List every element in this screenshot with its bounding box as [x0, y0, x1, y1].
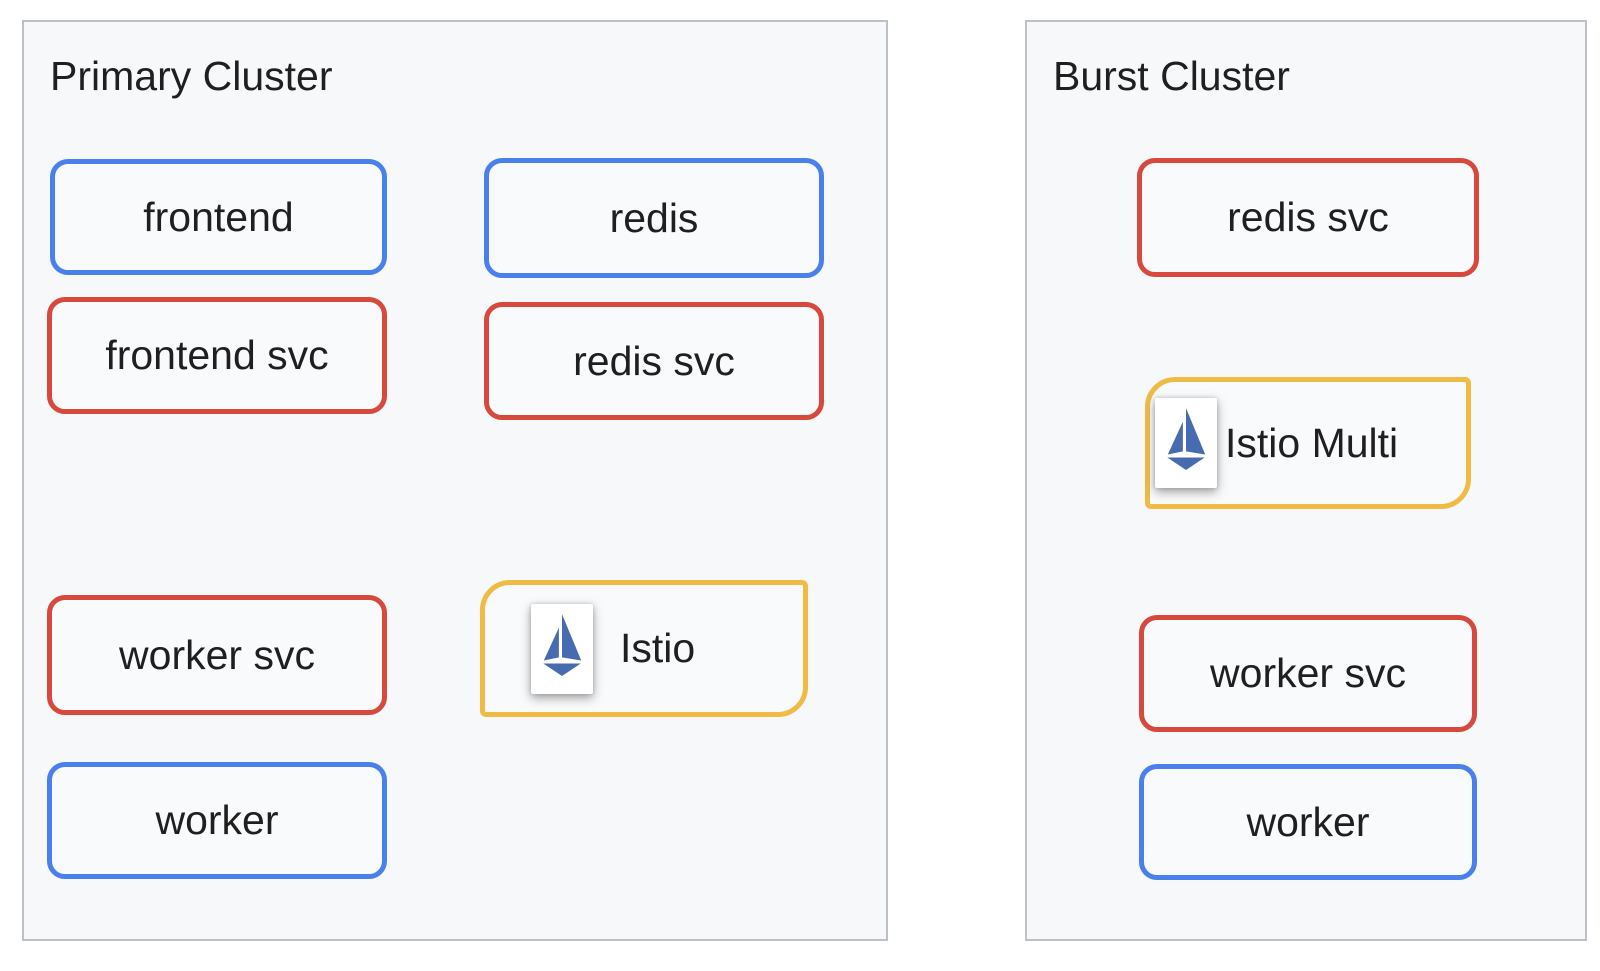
istio-sailboat-icon: [1160, 404, 1212, 482]
node-worker-svc: worker svc: [1139, 615, 1477, 732]
istio-logo-badge: [531, 603, 593, 694]
cluster-primary-cluster: Primary Cluster frontend redis frontend svc…: [22, 20, 888, 941]
node-label: worker: [155, 797, 279, 843]
node-frontend-svc: frontend svc: [47, 297, 387, 414]
node-label: redis: [609, 194, 699, 241]
istio-logo-badge: [1155, 398, 1217, 488]
node-worker-svc: worker svc: [47, 595, 387, 715]
node-label: Istio Multi: [1225, 419, 1399, 466]
cluster-title: Primary Cluster: [50, 53, 333, 99]
node-redis: redis: [484, 158, 824, 278]
node-label: redis svc: [573, 337, 735, 384]
node-label: worker: [1246, 798, 1370, 845]
node-frontend: frontend: [50, 159, 387, 275]
node-istio-multi: Istio Multi: [1145, 377, 1471, 509]
node-label: worker svc: [119, 631, 315, 678]
node-redis-svc: redis svc: [1137, 158, 1479, 277]
istio-sailboat-icon: [536, 610, 588, 688]
node-redis-svc: redis svc: [484, 302, 824, 420]
node-worker: worker: [1139, 764, 1477, 880]
node-label: frontend svc: [105, 332, 329, 378]
cluster-title: Burst Cluster: [1053, 53, 1290, 99]
node-worker: worker: [47, 762, 387, 879]
node-label: redis svc: [1227, 194, 1389, 240]
node-label: Istio: [620, 625, 696, 671]
node-istio: Istio: [480, 580, 808, 717]
node-label: worker svc: [1210, 650, 1406, 696]
node-label: frontend: [143, 193, 294, 240]
